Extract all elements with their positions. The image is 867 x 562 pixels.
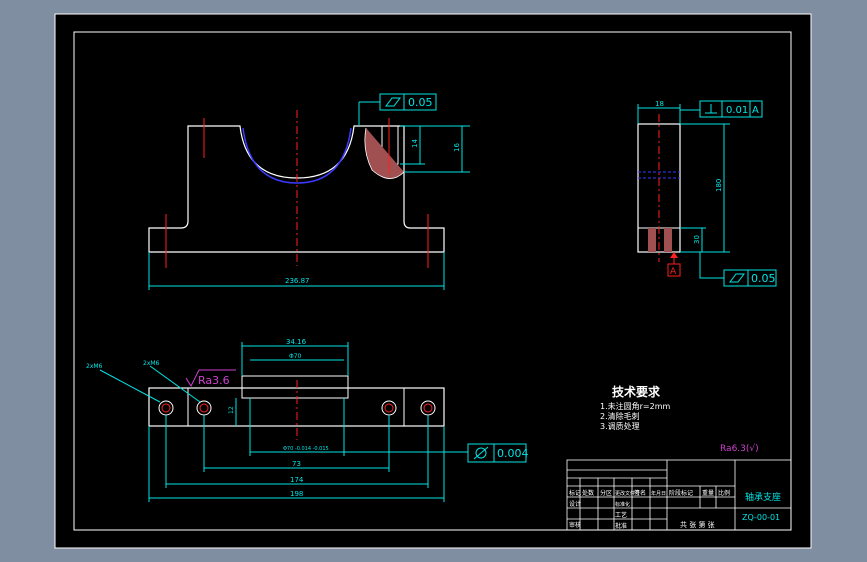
flatness-value: 0.05 (408, 96, 433, 109)
hole-label-left: 2xM6 (86, 363, 103, 370)
technical-notes: 技术要求 1.未注圆角r=2mm 2.清除毛刺 3.调质处理 Ra6.3(√) (600, 384, 759, 454)
tb-change: 更改文件号 (615, 490, 640, 497)
front-view: 0.05 14 16 236.87 (148, 93, 470, 290)
tb-approve: 批准 (615, 522, 627, 530)
datum-box (667, 263, 681, 277)
hole-4-inner (423, 403, 433, 413)
tb-scale: 比例 (718, 489, 730, 497)
hole-1-inner (161, 403, 171, 413)
side-hatch-right (664, 228, 672, 252)
hole-3-inner (384, 403, 394, 413)
section-hatch (364, 127, 405, 179)
roughness-symbol-icon (185, 369, 236, 388)
tb-design: 设计 (569, 500, 581, 508)
profile-icon-slash (473, 446, 489, 460)
side-view-outline (637, 123, 681, 253)
drawing-border (73, 31, 792, 531)
dim-30-label: 30 (693, 235, 701, 244)
datum-label: A (670, 267, 677, 277)
dim-70-label: Φ70 (289, 353, 302, 360)
flatness-frame (379, 93, 437, 111)
tb-mark: 标记 (569, 489, 581, 497)
side-flatness-leader (699, 252, 724, 279)
dim-bore-label: Φ70 -0.014 -0.015 (283, 446, 329, 452)
datum-triangle-icon (670, 252, 678, 258)
profile-value: 0.004 (497, 447, 529, 460)
bore-hidden-arc (242, 127, 352, 184)
tb-date: 年月日 (651, 490, 666, 497)
note-1: 1.未注圆角r=2mm (600, 401, 671, 411)
profile-frame (467, 443, 527, 463)
tb-drawing-no: ZQ-00-01 (742, 513, 780, 522)
flatness-icon (385, 97, 401, 107)
tb-weight: 重量 (702, 489, 714, 497)
perp-value: 0.01 (726, 105, 748, 116)
top-view-boss (241, 375, 349, 399)
side-flatness-icon (729, 273, 745, 283)
dim-180-label: 180 (715, 179, 723, 192)
dim-198-label: 198 (290, 490, 303, 498)
tb-stage: 阶段标记 (669, 489, 693, 497)
perp-datum: A (752, 105, 759, 116)
tb-zone: 分区 (600, 489, 612, 497)
perp-frame (699, 100, 763, 118)
side-flatness-value: 0.05 (751, 272, 776, 285)
hole-leader-right (149, 365, 201, 403)
dim-12-label: 12 (228, 406, 235, 414)
side-hatch-left (648, 228, 656, 252)
front-view-outline (148, 125, 445, 253)
dim-16-label: 16 (453, 143, 461, 152)
roughness-general: Ra6.3(√) (720, 443, 759, 454)
dim-14-label: 14 (411, 139, 419, 148)
hole-leader-left (99, 369, 161, 403)
notes-title: 技术要求 (612, 384, 661, 399)
perp-icon (705, 104, 717, 114)
hole-2-inner (199, 403, 209, 413)
tb-part-name: 轴承支座 (745, 491, 781, 503)
drawing-sheet (54, 13, 812, 549)
side-view: 18 0.01 A 180 30 A 0.05 (637, 100, 777, 287)
tb-standard: 标准化 (615, 501, 630, 508)
note-2: 2.清除毛刺 (600, 411, 640, 421)
dim-73-label: 73 (292, 460, 301, 468)
profile-icon (475, 447, 487, 459)
tb-process: 工艺 (615, 511, 627, 519)
top-view: 2xM6 2xM6 Ra3.6 34.16 Φ70 12 Φ70 -0.014 … (86, 338, 529, 502)
tb-count: 处数 (582, 489, 594, 497)
tb-review: 审核 (569, 521, 581, 529)
note-3: 3.调质处理 (600, 421, 640, 431)
dim-width-label: 236.87 (285, 277, 310, 285)
title-block (566, 459, 792, 531)
dim-174-label: 174 (290, 476, 304, 484)
tb-sign: 签名 (634, 489, 646, 497)
tb-sheets: 共 张 第 张 (680, 520, 715, 529)
side-flatness-frame (723, 269, 777, 287)
hole-label-right: 2xM6 (143, 360, 160, 367)
dim-18-label: 18 (655, 100, 664, 108)
title-block-frame (566, 459, 792, 531)
title-block-text: 标记 处数 分区 更改文件号 签名 年月日 设计 标准化 阶段标记 重量 比例 … (569, 489, 781, 530)
roughness-main: Ra3.6 (198, 374, 230, 387)
dim-3416-label: 34.16 (286, 338, 307, 346)
